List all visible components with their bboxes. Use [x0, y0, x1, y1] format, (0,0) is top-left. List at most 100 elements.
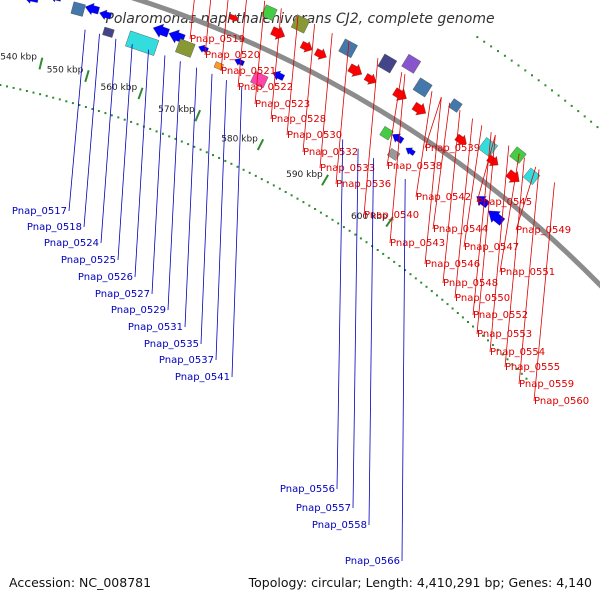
inner-dot — [19, 88, 22, 91]
forward-gene-label: Pnap_0540 — [364, 210, 419, 221]
reverse-gene — [99, 9, 112, 20]
outer-dot — [564, 99, 567, 102]
forward-gene-label: Pnap_0536 — [336, 179, 391, 190]
outer-dot — [544, 84, 547, 87]
forward-gene-label: Pnap_0551 — [500, 267, 555, 278]
forward-gene — [522, 167, 541, 186]
inner-dot — [314, 208, 317, 210]
gene-arrow — [85, 2, 100, 16]
kbp-tick-mark — [137, 87, 144, 100]
inner-dot — [446, 303, 449, 306]
inner-dot — [58, 98, 61, 101]
inner-dot — [331, 218, 334, 221]
inner-dot — [6, 85, 8, 88]
inner-dot — [71, 102, 74, 105]
forward-gene-label: Pnap_0549 — [516, 225, 571, 236]
gene-block — [377, 53, 398, 74]
forward-label-leader — [515, 166, 537, 231]
gene-arrow — [405, 147, 416, 156]
reverse-gene-label: Pnap_0529 — [111, 305, 166, 316]
outer-dot — [570, 104, 573, 107]
outer-dot — [531, 74, 533, 77]
forward-gene-label: Pnap_0547 — [464, 242, 519, 253]
reverse-gene-label: Pnap_0557 — [296, 503, 351, 514]
inner-dot — [296, 197, 299, 200]
kbp-tick-label: 550 kbp — [47, 65, 84, 75]
reverse-label-leader — [117, 44, 133, 261]
inner-dot — [91, 108, 94, 110]
forward-gene-label: Pnap_0559 — [519, 379, 574, 390]
gene-arrow — [476, 196, 491, 209]
inner-dot — [342, 226, 345, 229]
inner-dot — [278, 187, 281, 190]
forward-gene-label: Pnap_0528 — [271, 114, 326, 125]
inner-dot — [496, 348, 499, 351]
inner-dot — [199, 148, 202, 151]
inner-dot — [525, 377, 528, 380]
gene-arrow — [228, 13, 240, 22]
kbp-tick-mark — [84, 70, 90, 83]
genome-summary-text: Topology: circular; Length: 4,410,291 bp… — [248, 575, 592, 590]
inner-dot — [123, 118, 126, 121]
forward-label-leader — [319, 33, 333, 169]
reverse-gene — [152, 23, 170, 38]
inner-dot — [254, 174, 257, 177]
gene-block — [522, 167, 541, 186]
genome-backbone — [130, 0, 600, 289]
inner-dot — [104, 112, 107, 115]
inner-dot — [290, 194, 293, 197]
forward-gene — [228, 13, 240, 22]
gene-arrow — [270, 26, 286, 40]
reverse-gene-label: Pnap_0525 — [61, 255, 116, 266]
forward-label-leader — [204, 0, 212, 56]
inner-dot — [430, 290, 433, 293]
forward-gene-label: Pnap_0553 — [477, 329, 532, 340]
inner-dot — [501, 353, 504, 356]
forward-label-leader — [518, 169, 540, 385]
reverse-gene — [198, 44, 209, 53]
inner-dot — [266, 181, 269, 184]
reverse-label-leader — [368, 158, 374, 526]
forward-gene — [401, 53, 422, 74]
inner-dot — [180, 140, 183, 143]
inner-dot — [409, 273, 412, 276]
inner-dot — [193, 145, 196, 148]
forward-label-leader — [533, 182, 555, 402]
reverse-gene-label: Pnap_0537 — [159, 355, 214, 366]
outer-dot — [476, 36, 479, 39]
inner-dot — [110, 114, 113, 117]
reverse-label-leader — [100, 38, 117, 244]
forward-gene-label: Pnap_0543 — [390, 238, 445, 249]
gene-arrow — [49, 0, 62, 3]
reverse-gene — [175, 38, 196, 58]
reverse-gene-label: Pnap_0524 — [44, 238, 99, 249]
outer-dot — [583, 115, 586, 118]
kbp-tick-label: 560 kbp — [101, 83, 138, 93]
outer-dot — [490, 45, 493, 48]
forward-gene — [347, 63, 363, 77]
inner-dot — [155, 130, 158, 133]
inner-dot — [32, 91, 35, 94]
inner-dot — [414, 277, 417, 280]
forward-label-leader — [424, 97, 442, 149]
kbp-tick-mark — [38, 57, 44, 70]
forward-gene-label: Pnap_0519 — [190, 34, 245, 45]
reverse-gene-label: Pnap_0526 — [78, 272, 133, 283]
forward-gene-label: Pnap_0521 — [221, 66, 276, 77]
gene-block — [125, 30, 160, 56]
outer-dot — [503, 54, 506, 57]
reverse-label-leader — [167, 61, 181, 311]
forward-gene-label: Pnap_0523 — [255, 99, 310, 110]
reverse-label-leader — [151, 55, 166, 295]
inner-dot — [441, 298, 444, 301]
inner-dot — [84, 106, 87, 108]
forward-label-leader — [463, 125, 483, 248]
forward-label-leader — [499, 153, 520, 273]
gene-block — [448, 98, 463, 113]
forward-gene-label: Pnap_0546 — [425, 259, 480, 270]
forward-gene — [448, 98, 463, 113]
inner-dot — [136, 123, 139, 126]
inner-dot — [242, 168, 245, 171]
forward-gene-label: Pnap_0548 — [443, 278, 498, 289]
